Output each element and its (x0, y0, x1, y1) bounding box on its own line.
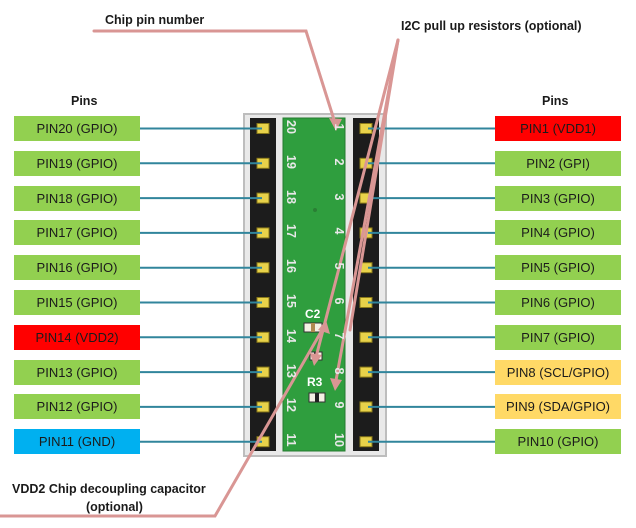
chip-number-right: 6 (332, 297, 346, 305)
i2c-callout-3 (348, 38, 400, 332)
chip-number-right: 5 (332, 262, 346, 270)
left-pin-label: PIN14 (VDD2) (14, 324, 140, 350)
right-pins-header: Pins (542, 94, 569, 108)
chip-number-left: 20 (284, 120, 298, 134)
left-pin-label: PIN16 (GPIO) (14, 255, 140, 281)
chip-number-left: 13 (284, 363, 298, 378)
chip-number-right: 8 (332, 367, 346, 375)
right-pin-label: PIN7 (GPIO) (495, 324, 621, 350)
chip-number-right: 7 (332, 332, 346, 340)
left-pin-label: PIN12 (GPIO) (14, 394, 140, 420)
left-pin-header (250, 118, 276, 451)
i2c-pullup-note: I2C pull up resistors (optional) (401, 19, 582, 33)
vdd2-cap-callout (0, 323, 327, 518)
chip-pin-number-callout (92, 29, 338, 128)
left-pin-label: PIN13 (GPIO) (14, 359, 140, 385)
chip-number-left: 11 (284, 433, 298, 447)
right-pin-label: PIN6 (GPIO) (495, 290, 621, 315)
left-pin-label: PIN11 (GND) (14, 429, 140, 455)
right-pin-label: PIN4 (GPIO) (495, 220, 621, 246)
left-pin-label: PIN15 (GPIO) (14, 290, 140, 315)
right-pin-label: PIN8 (SCL/GPIO) (495, 359, 621, 385)
c2-label: C2 (305, 307, 321, 321)
chip-number-left: 17 (284, 224, 298, 239)
chip-number-left: 18 (284, 189, 298, 204)
right-pin-label: PIN5 (GPIO) (495, 255, 621, 281)
chip-number-left: 14 (284, 328, 298, 343)
chip-number-left: 15 (284, 294, 298, 308)
left-pin-label: PIN20 (GPIO) (14, 116, 140, 141)
chip-number-right: 4 (332, 227, 346, 235)
left-pin-label: PIN17 (GPIO) (14, 220, 140, 246)
chip-number-right: 1 (332, 123, 346, 131)
right-pin-label: PIN1 (VDD1) (495, 116, 621, 141)
right-pin-label: PIN2 (GPI) (495, 150, 621, 176)
left-pins-header: Pins (71, 94, 98, 108)
right-pin-label: PIN3 (GPIO) (495, 185, 621, 211)
vdd2-cap-note-line1: VDD2 Chip decoupling capacitor (12, 482, 206, 496)
chip-number-right: 9 (332, 401, 346, 409)
chip-number-right: 2 (332, 158, 346, 166)
chip-number-left: 12 (284, 398, 298, 413)
left-pin-label: PIN19 (GPIO) (14, 150, 140, 176)
r3-label: R3 (307, 375, 323, 389)
chip-pin-number-note: Chip pin number (105, 13, 205, 27)
vdd2-cap-note-line2: (optional) (86, 500, 143, 514)
chip-number-left: 19 (284, 154, 298, 169)
i2c-callout-scl (313, 38, 400, 363)
chip-number-left: 16 (284, 259, 298, 274)
right-pin-label: PIN10 (GPIO) (495, 429, 621, 455)
chip-number-right: 10 (332, 433, 346, 448)
right-pin-label: PIN9 (SDA/GPIO) (495, 394, 621, 420)
left-pin-label: PIN18 (GPIO) (14, 185, 140, 211)
chip-number-right: 3 (332, 193, 346, 201)
